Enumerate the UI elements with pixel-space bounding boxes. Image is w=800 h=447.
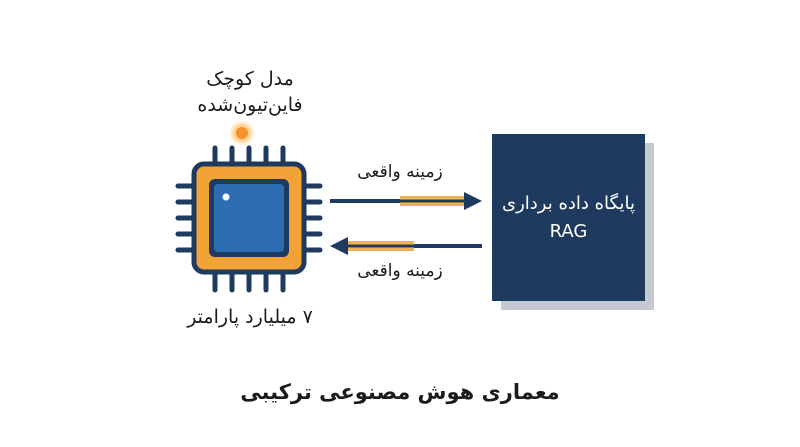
chip-icon	[175, 145, 323, 293]
arrow-left-icon	[330, 237, 482, 255]
arrow-right-icon	[330, 192, 482, 210]
chip-label-line1: مدل کوچک	[206, 68, 294, 90]
vector-db-box: پایگاه داده برداری RAG	[492, 134, 645, 301]
chip-label-line2: فاین‌تیون‌شده	[197, 94, 303, 116]
glow-dot-icon	[229, 120, 255, 146]
chip-label-top: مدل کوچک فاین‌تیون‌شده	[180, 66, 320, 118]
chip-param-label: ۷ میلیارد پارامتر	[187, 306, 313, 328]
diagram-caption: معماری هوش مصنوعی ترکیبی	[240, 380, 560, 404]
vector-db-rag: RAG	[549, 220, 588, 242]
vector-db-title: پایگاه داده برداری	[501, 192, 635, 214]
arrow-label-bottom: زمینه واقعی	[357, 261, 443, 281]
arrow-label-top: زمینه واقعی	[357, 162, 443, 182]
